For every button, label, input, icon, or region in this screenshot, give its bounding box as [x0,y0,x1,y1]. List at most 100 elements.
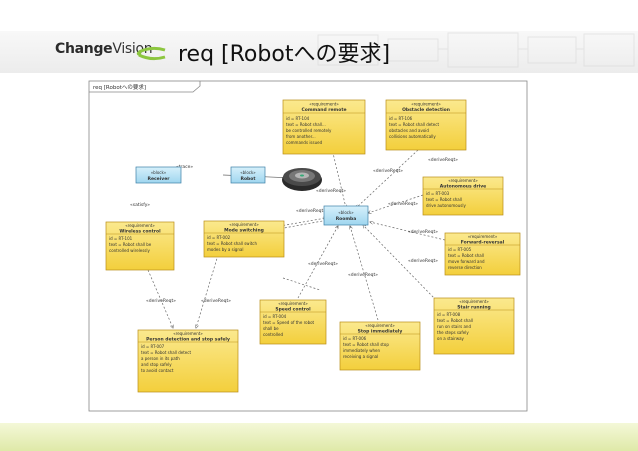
requirement-text: and stop safely [141,362,172,367]
relation-label: «deriveReqt» [388,201,418,207]
requirement-stair-running[interactable]: «requirement» Stair running id = RT-008 … [433,297,515,355]
requirement-id: id = RT-005 [448,247,472,252]
relation-mode-person[interactable] [196,254,219,328]
requirement-text: text = Speed of the robot [263,320,315,325]
requirement-text: text = Robot shall... [286,122,326,127]
requirement-text: immediately when [343,348,381,353]
requirement-text: text = Robot shall detect [389,122,439,127]
logo-brand-right: Vision [112,41,153,57]
relation-label: «deriveReqt» [428,157,458,163]
requirement-mode-switching[interactable]: «requirement» Mode switching id = RT-002… [203,220,285,258]
block-stereotype: «block» [338,210,354,215]
footer-bar [0,423,638,451]
requirement-id: id = RT-104 [286,116,310,121]
relation-label: «deriveReqt» [373,168,403,174]
requirement-obstacle-detection[interactable]: «requirement» Obstacle detection id = RT… [385,99,467,151]
requirement-stereotype: «requirement» [278,301,308,306]
relation-autonomous-drive[interactable] [368,194,424,213]
requirement-text: controlled wirelessly [109,248,151,253]
relation-label: «deriveReqt» [408,258,438,264]
requirement-name: Obstacle detection [402,107,450,113]
relation-label: «deriveReqt» [316,188,346,194]
requirement-text: text = Robot shall [426,197,462,202]
requirement-stereotype: «requirement» [411,102,441,107]
relation-label: «satisfy» [130,202,150,208]
requirement-text: move forward and [448,259,485,264]
relation-label: «deriveReqt» [146,298,176,304]
requirement-person-detection[interactable]: «requirement» Person detection and stop … [137,329,239,393]
requirement-text: text = Robot shall switch [207,241,257,246]
relation-forward-reversal[interactable] [370,222,446,241]
relation-speed-control[interactable] [297,226,338,299]
requirement-text: text = Robot shall detect [141,350,191,355]
requirement-name: Command remote [301,107,346,113]
requirement-text: run on stairs and [437,324,471,329]
requirement-id: id = RT-101 [109,236,133,241]
requirement-text: the steps safely [437,330,469,335]
relation-stop-immediately[interactable] [350,226,379,321]
slide-title: req [Robotへの要求] [178,42,391,67]
requirement-command-remote[interactable]: «requirement» Command remote id = RT-104… [282,99,366,155]
requirement-text: receiving a signal [343,354,378,359]
relation-label: «deriveReqt» [308,261,338,267]
requirement-stereotype: «requirement» [173,331,203,336]
requirement-name: Speed control [275,307,311,313]
block-stereotype: «block» [240,170,256,175]
relation-label-group: «trace» «deriveReqt» «deriveReqt» «deriv… [130,157,458,304]
requirement-forward-reversal[interactable]: «requirement» Forward-reversal id = RT-0… [444,232,521,276]
requirement-name: Stair running [457,305,491,311]
requirement-stereotype: «requirement» [448,178,478,183]
requirement-stereotype: «requirement» [309,102,339,107]
requirement-id: id = RT-003 [426,191,450,196]
relation-label: «trace» [176,164,193,170]
requirement-stereotype: «requirement» [468,234,498,239]
requirement-stereotype: «requirement» [125,223,155,228]
requirement-id: id = RT-002 [207,235,231,240]
requirement-stereotype: «requirement» [229,222,259,227]
requirement-text: collisions automatically [389,134,436,139]
requirement-name: Wireless control [119,229,161,235]
requirement-text: on a stairway [437,336,465,341]
requirement-text: controlled [263,332,283,337]
requirement-text: text = Robot shall stop [343,342,389,347]
block-roomba[interactable]: «block» Roomba [323,205,369,226]
relation-stair-running[interactable] [363,225,437,301]
header-bar [0,31,638,73]
requirement-autonomous-drive[interactable]: «requirement» Autonomous drive id = RT-0… [422,176,504,216]
requirement-text: text = Robot shall be [109,242,152,247]
requirement-text: modes by a signal [207,247,243,252]
block-name: Receiver [148,176,171,182]
relation-label: «deriveReqt» [201,298,231,304]
relation-label: «deriveReqt» [408,229,438,235]
requirement-id: id = RT-004 [263,314,287,319]
block-name: Roomba [336,216,357,222]
frame-label: req [Robotへの要求] [93,83,146,91]
requirement-id: id = RT-106 [389,116,413,121]
requirement-text: a person in its path [141,356,180,361]
block-name: Robot [240,176,256,182]
logo-brand-left: Change [55,41,113,57]
block-robot[interactable]: «block» Robot [230,166,266,184]
requirement-text: obstacles and avoid [389,128,429,133]
relation-mode-speed[interactable] [282,277,321,291]
roomba-robot-image [282,168,322,191]
requirement-speed-control[interactable]: «requirement» Speed control id = RT-004 … [259,299,327,345]
requirement-name: Mode switching [224,228,264,234]
requirement-stereotype: «requirement» [365,323,395,328]
requirement-wireless-control[interactable]: «requirement» Wireless control id = RT-1… [105,221,175,271]
requirement-name: Stop immediately [358,329,403,335]
block-receiver[interactable]: «block» Receiver [135,166,182,184]
requirement-text: text = Robot shall [448,253,484,258]
changevision-logo: ChangeVision [55,36,173,66]
requirement-name: Autonomous drive [440,184,486,190]
requirement-stereotype: «requirement» [459,299,489,304]
requirement-text: be controlled remotely [286,128,332,133]
relation-label: «deriveReqt» [296,208,326,214]
block-stereotype: «block» [151,170,167,175]
requirement-stop-immediately[interactable]: «requirement» Stop immediately id = RT-0… [339,321,421,371]
relation-wireless-person[interactable] [147,269,173,328]
requirement-name: Person detection and stop safely [146,337,230,343]
requirement-id: id = RT-007 [141,344,165,349]
requirement-text: to avoid contact [141,368,174,373]
